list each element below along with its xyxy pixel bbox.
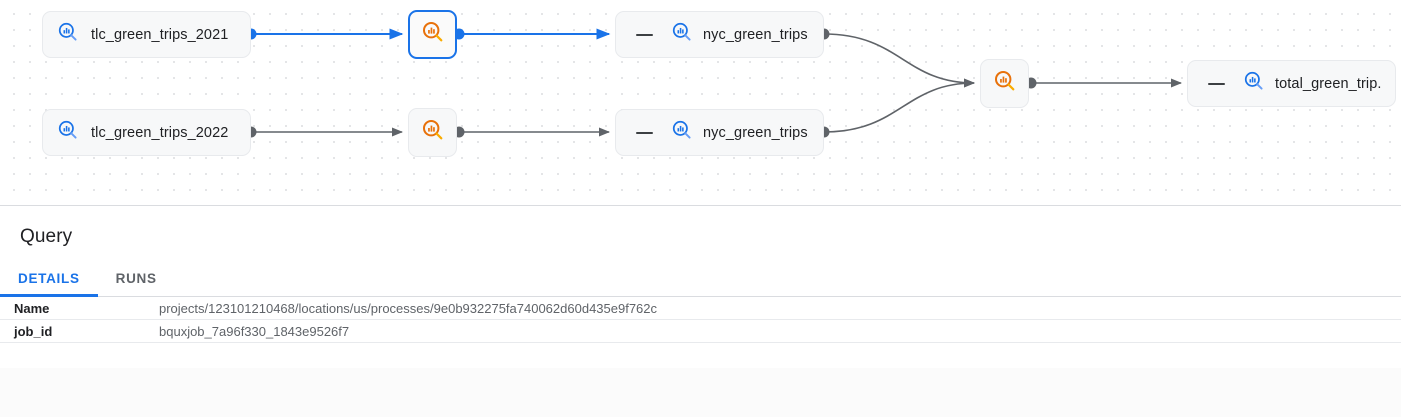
graph-node-label: nyc_green_trips... bbox=[703, 124, 809, 141]
search-chart-blue-icon bbox=[671, 119, 693, 146]
graph-node-label: nyc_green_trips... bbox=[703, 26, 809, 43]
search-chart-blue-icon bbox=[1243, 70, 1265, 97]
edge-nyc1-to-proc3 bbox=[818, 28, 976, 88]
table-row: Name projects/123101210468/locations/us/… bbox=[0, 297, 1401, 320]
graph-node-process-selected[interactable] bbox=[408, 10, 457, 59]
tab-details[interactable]: DETAILS bbox=[0, 260, 98, 297]
collapse-node-icon[interactable] bbox=[1208, 82, 1225, 85]
row-key: job_id bbox=[14, 323, 53, 339]
search-chart-orange-icon bbox=[421, 20, 445, 49]
lineage-graph-canvas[interactable]: tlc_green_trips_2021 tlc_green_trips_202… bbox=[0, 0, 1401, 205]
collapse-node-icon[interactable] bbox=[636, 131, 653, 134]
graph-node-tlc-green-trips-2022[interactable]: tlc_green_trips_2022 bbox=[42, 109, 251, 156]
edge-proc2-to-nyc2 bbox=[453, 126, 611, 138]
row-key: Name bbox=[14, 300, 50, 316]
edge-tlc2022-to-proc2 bbox=[245, 126, 404, 138]
graph-node-total-green-trips[interactable]: total_green_trip... bbox=[1187, 60, 1396, 107]
edge-proc3-to-total bbox=[1025, 77, 1183, 89]
graph-node-tlc-green-trips-2021[interactable]: tlc_green_trips_2021 bbox=[42, 11, 251, 58]
graph-node-label: total_green_trip... bbox=[1275, 75, 1381, 92]
edge-tlc2021-to-proc1 bbox=[245, 28, 404, 40]
row-value: projects/123101210468/locations/us/proce… bbox=[159, 300, 658, 316]
search-chart-blue-icon bbox=[57, 119, 79, 146]
search-chart-blue-icon bbox=[671, 21, 693, 48]
panel-tabs: DETAILS RUNS bbox=[0, 260, 1401, 297]
tab-runs[interactable]: RUNS bbox=[115, 271, 157, 286]
row-value: bquxjob_7a96f330_1843e9526f7 bbox=[159, 323, 350, 339]
details-table: Name projects/123101210468/locations/us/… bbox=[0, 297, 1401, 343]
edge-nyc2-to-proc3 bbox=[818, 78, 976, 138]
search-chart-blue-icon bbox=[57, 21, 79, 48]
panel-title: Query bbox=[20, 226, 73, 247]
edge-proc1-to-nyc1 bbox=[453, 28, 611, 40]
details-panel: Query DETAILS RUNS Name projects/1231012… bbox=[0, 206, 1401, 417]
table-row: job_id bquxjob_7a96f330_1843e9526f7 bbox=[0, 320, 1401, 343]
sql-code-block[interactable]: CREATE TABLE `myproject.data_lineage_dem… bbox=[0, 368, 1401, 417]
graph-node-nyc-green-trips-2[interactable]: nyc_green_trips... bbox=[615, 109, 824, 156]
collapse-node-icon[interactable] bbox=[636, 33, 653, 36]
graph-node-process-2[interactable] bbox=[408, 108, 457, 157]
graph-node-process-3[interactable] bbox=[980, 59, 1029, 108]
graph-node-nyc-green-trips-1[interactable]: nyc_green_trips... bbox=[615, 11, 824, 58]
search-chart-orange-icon bbox=[993, 69, 1017, 98]
search-chart-orange-icon bbox=[421, 118, 445, 147]
panel-divider bbox=[0, 205, 1401, 206]
graph-node-label: tlc_green_trips_2022 bbox=[91, 124, 229, 141]
graph-node-label: tlc_green_trips_2021 bbox=[91, 26, 229, 43]
